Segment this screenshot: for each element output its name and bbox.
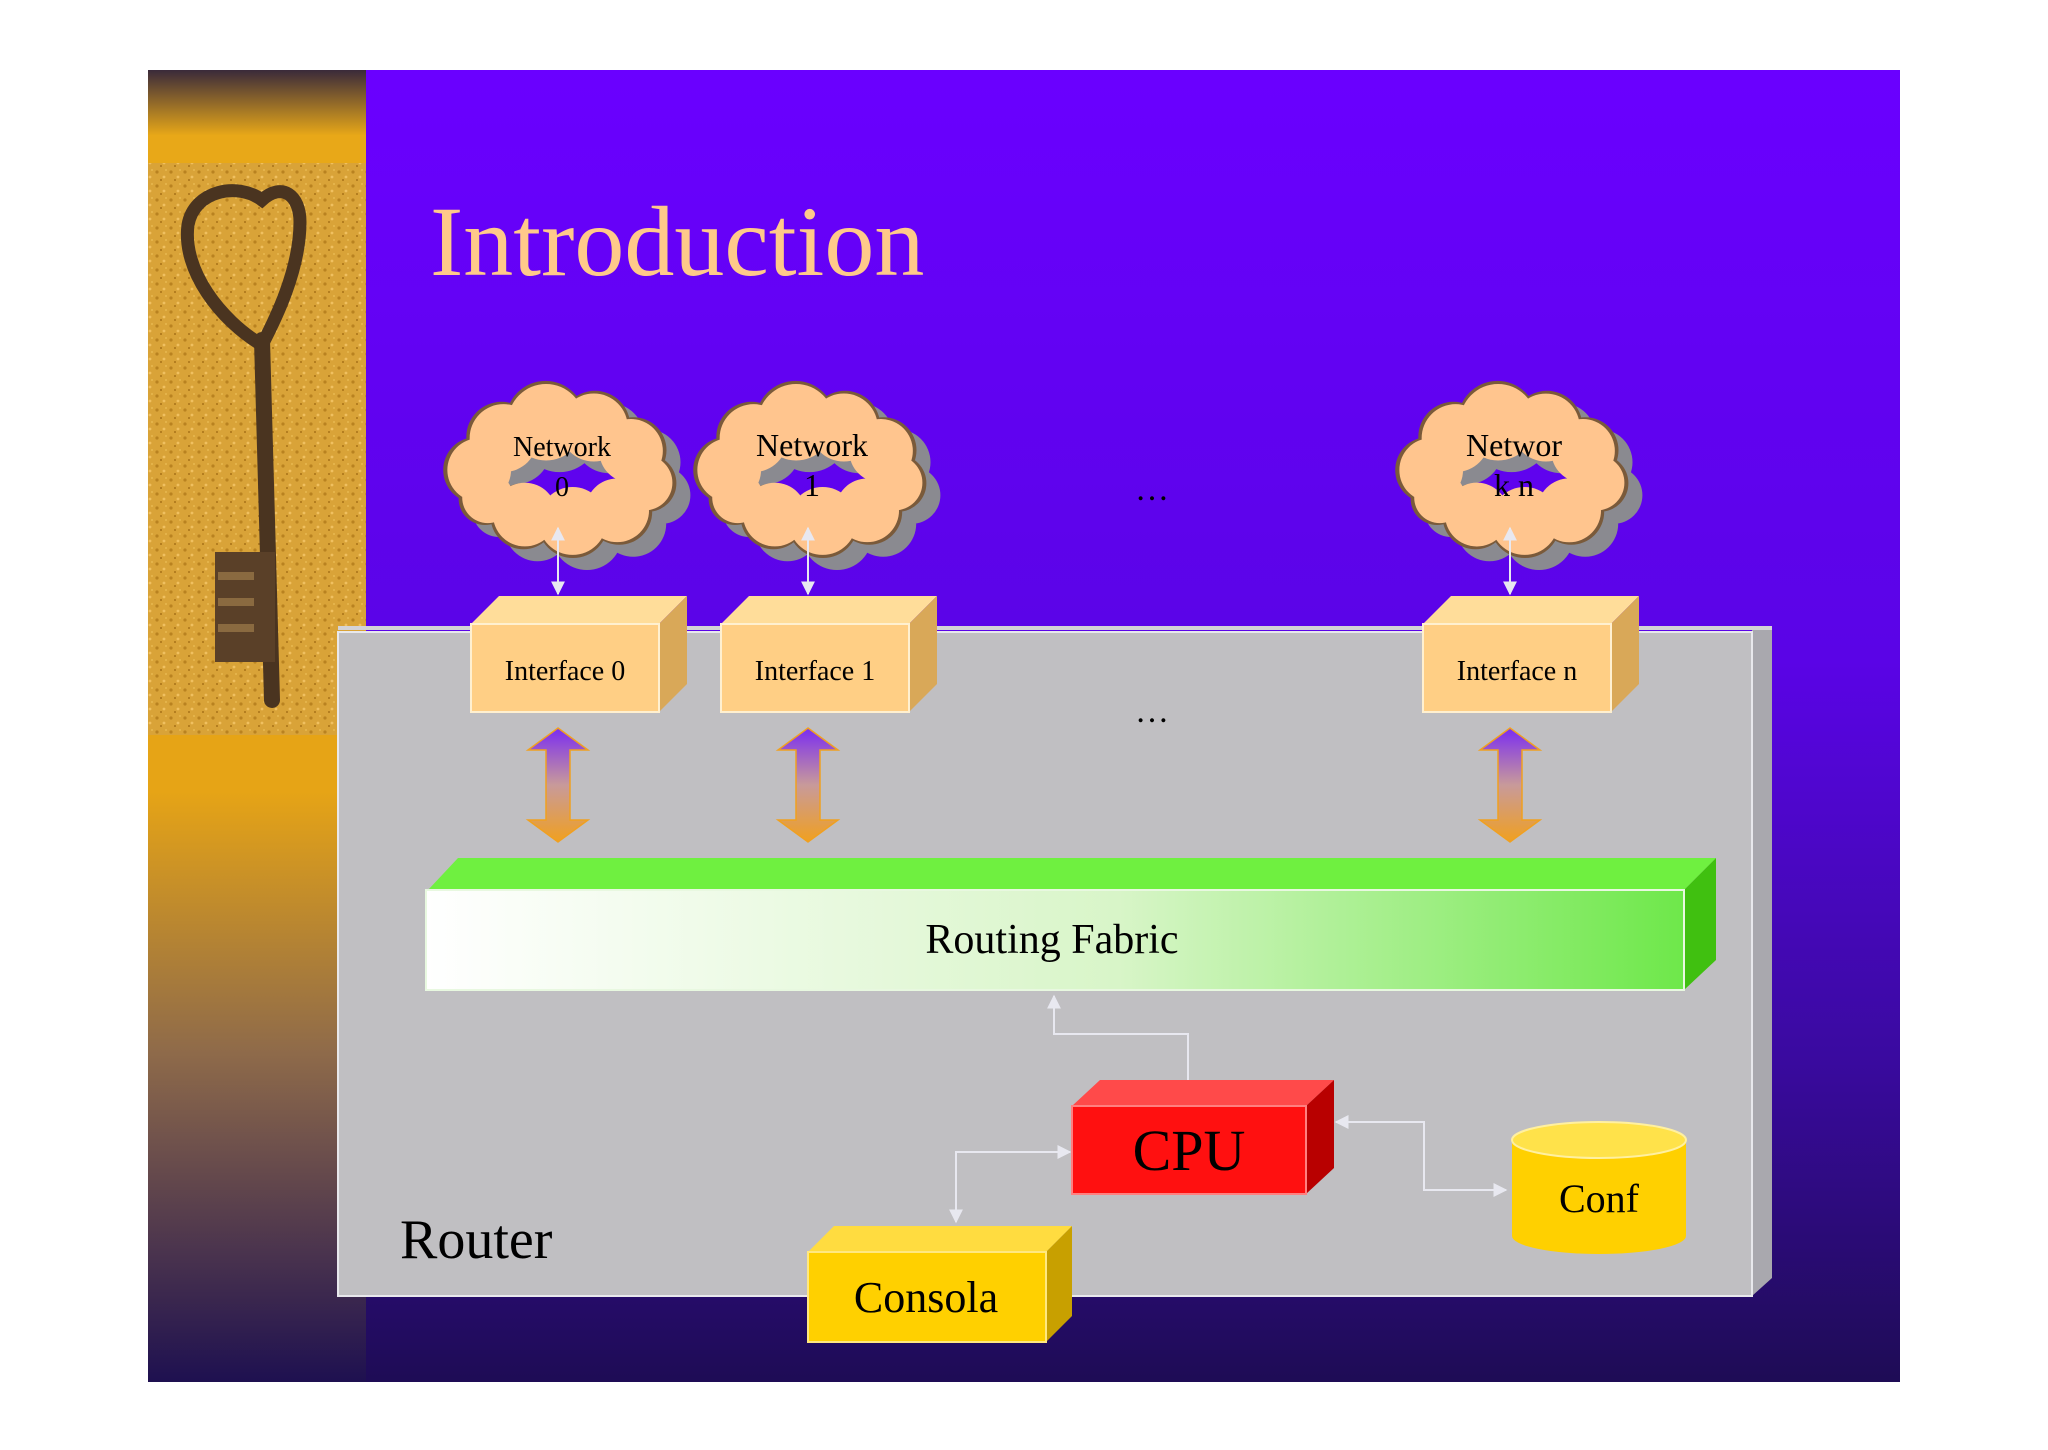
ellipsis-middle: …: [1135, 693, 1169, 730]
interface-label: Interface 0: [505, 656, 625, 687]
console-box: [807, 1226, 1072, 1343]
interface-box-1: Interface 1: [720, 596, 937, 713]
interface-top-face: [721, 596, 937, 624]
interface-fabric-arrow-0: [525, 727, 591, 843]
cloud-body: [697, 384, 923, 555]
network-label-line2: 0: [555, 472, 569, 503]
interface-front-face: [720, 623, 910, 713]
interface-front-face: [470, 623, 660, 713]
cloud-body: [447, 384, 673, 555]
router-label: Router: [400, 1209, 553, 1271]
interface-top-face: [471, 596, 687, 624]
network-cloud-0: Network 0: [443, 380, 691, 570]
interface-box-0: Interface 0: [470, 596, 687, 713]
routing-fabric: [425, 858, 1716, 991]
cpu-box: [1071, 1080, 1334, 1195]
interface-label: Interface 1: [755, 656, 875, 687]
interface-box-2: Interface n: [1422, 596, 1639, 713]
network-label-line1: Network: [513, 432, 611, 463]
interface-side-face: [1611, 596, 1639, 712]
interface-fabric-arrow-1: [775, 727, 841, 843]
cpu-label: CPU: [1133, 1118, 1246, 1183]
cloud-body: [1399, 384, 1625, 555]
interface-side-face: [659, 596, 687, 712]
interface-label: Interface n: [1457, 656, 1577, 687]
interface-side-face: [909, 596, 937, 712]
interface-front-face: [1422, 623, 1612, 713]
ellipsis-top: …: [1135, 471, 1169, 508]
routing-fabric-label: Routing Fabric: [925, 917, 1178, 963]
network-label-line1: Network: [756, 427, 868, 463]
network-label-line2: k n: [1494, 467, 1534, 503]
network-cloud-1: Network 1: [693, 380, 941, 570]
interface-fabric-arrow-2: [1477, 727, 1543, 843]
slide-title: Introduction: [430, 186, 924, 297]
network-cloud-2: Networ k n: [1395, 380, 1643, 570]
network-label-line2: 1: [804, 467, 820, 503]
interface-top-face: [1423, 596, 1639, 624]
conf-cylinder: [1511, 1121, 1687, 1254]
network-label-line1: Networ: [1466, 427, 1562, 463]
console-label: Consola: [854, 1273, 998, 1322]
key-image: [148, 163, 366, 735]
connectors: [949, 994, 1508, 1224]
conf-label: Conf: [1559, 1176, 1640, 1221]
